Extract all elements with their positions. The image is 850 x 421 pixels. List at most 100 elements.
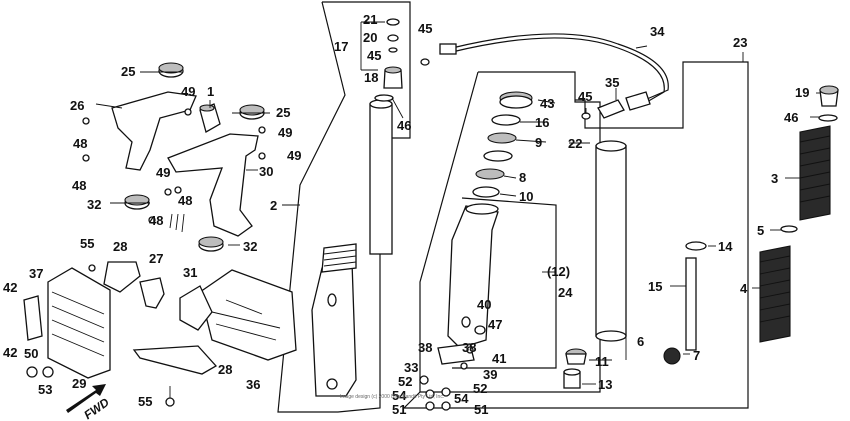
regulator-bracket	[23, 295, 43, 341]
cover-plate	[103, 261, 141, 293]
label-35: 35	[605, 75, 619, 90]
label-1: 1	[207, 84, 214, 99]
label-33: 33	[404, 360, 418, 375]
label-2: 2	[270, 198, 277, 213]
group-outlines	[277, 1, 749, 413]
label-32b: 32	[243, 239, 257, 254]
upper-holder-bracket	[111, 91, 197, 171]
fork-assembly-outline-left	[277, 1, 411, 413]
label-8: 8	[519, 170, 526, 185]
label-23: 23	[733, 35, 747, 50]
label-48a: 48	[73, 136, 87, 151]
cable-group	[439, 33, 669, 120]
label-13: 13	[598, 377, 612, 392]
label-54a: 54	[392, 388, 407, 403]
label-45b: 45	[418, 21, 432, 36]
tray-bracket	[179, 285, 213, 331]
label-49b: 49	[278, 125, 292, 140]
label-38b: 38	[462, 340, 476, 355]
label-16: 16	[535, 115, 549, 130]
label-15: 15	[648, 279, 662, 294]
right-inner-tube-group	[563, 140, 707, 389]
left-fork-group	[311, 18, 430, 397]
damper-group	[419, 91, 533, 411]
fork-spring-4	[759, 245, 791, 343]
lower-stay	[132, 345, 218, 375]
label-49d: 49	[156, 165, 170, 180]
copyright-text: Image design (c) 2000 Bike Bandit Pty Lt…	[340, 394, 444, 400]
label-46b: 46	[784, 110, 798, 125]
label-22: 22	[568, 136, 582, 151]
label-14: 14	[718, 239, 733, 254]
label-53: 53	[38, 382, 52, 397]
label-49c: 49	[287, 148, 301, 163]
label-24: 24	[558, 285, 573, 300]
label-48c: 48	[178, 193, 192, 208]
lower-fork-bridge	[167, 133, 259, 237]
label-12: (12)	[547, 264, 570, 279]
label-31: 31	[183, 265, 197, 280]
regulator-tray-group	[23, 261, 297, 407]
label-32a: 32	[87, 197, 101, 212]
label-28b: 28	[218, 362, 232, 377]
forward-arrow	[66, 384, 106, 413]
label-30: 30	[259, 164, 273, 179]
label-42b: 42	[3, 345, 17, 360]
label-45a: 45	[367, 48, 381, 63]
cable-assembly-outline	[402, 61, 749, 409]
left-fork-slider	[311, 261, 357, 397]
label-51b: 51	[474, 402, 488, 417]
cable-fitting-35	[597, 99, 625, 119]
label-27: 27	[149, 251, 163, 266]
label-51a: 51	[392, 402, 406, 417]
label-29: 29	[72, 376, 86, 391]
ring-9	[487, 132, 517, 144]
spacer-5	[780, 225, 798, 233]
label-10: 10	[519, 189, 533, 204]
label-17: 17	[334, 39, 348, 54]
bushing-8	[475, 168, 505, 180]
label-43: 43	[540, 96, 554, 111]
part-labels: 21 20 17 45 18 45 46 2 25 49 1 26 25 49 …	[3, 12, 809, 421]
battery-tray	[199, 269, 297, 361]
label-4: 4	[740, 281, 748, 296]
outer-slider-24	[447, 205, 499, 349]
label-26: 26	[70, 98, 84, 113]
label-41: 41	[492, 351, 506, 366]
springs-group	[759, 85, 839, 343]
label-37: 37	[29, 266, 43, 281]
washer-16	[491, 114, 521, 126]
label-50: 50	[24, 346, 38, 361]
label-40: 40	[477, 297, 491, 312]
clip-10	[472, 186, 500, 198]
speedometer-cable	[451, 33, 669, 103]
label-28a: 28	[113, 239, 127, 254]
o-ring-46	[818, 114, 838, 122]
slider-sub-outline	[452, 197, 557, 369]
damper-rod-15	[685, 257, 697, 351]
label-7: 7	[693, 348, 700, 363]
label-5: 5	[757, 223, 764, 238]
label-55a: 55	[80, 236, 94, 251]
label-55b: 55	[138, 394, 152, 409]
label-48b: 48	[72, 178, 86, 193]
label-46a: 46	[397, 118, 411, 133]
label-42a: 42	[3, 280, 17, 295]
label-49a: 49	[181, 84, 195, 99]
label-38a: 38	[418, 340, 432, 355]
handlebar-holder-group	[82, 62, 266, 252]
label-36: 36	[246, 377, 260, 392]
label-47: 47	[488, 317, 502, 332]
stay-bracket	[139, 277, 165, 309]
label-54b: 54	[454, 391, 469, 406]
label-6: 6	[637, 334, 644, 349]
label-52b: 52	[473, 381, 487, 396]
left-fork-inner-tube	[369, 103, 393, 255]
label-34: 34	[650, 24, 665, 39]
regulator-unit	[47, 267, 111, 379]
label-19: 19	[795, 85, 809, 100]
label-9: 9	[535, 135, 542, 150]
label-52a: 52	[398, 374, 412, 389]
